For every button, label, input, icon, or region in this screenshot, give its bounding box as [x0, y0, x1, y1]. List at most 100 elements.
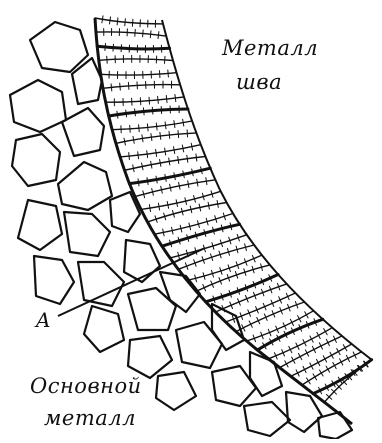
dendrite-tick [165, 175, 166, 182]
columnar-crystal [302, 352, 362, 385]
dendrite-tick [150, 31, 151, 38]
dendrite-tick [149, 97, 150, 104]
dendrite-tick [163, 229, 164, 236]
columnar-crystal [112, 121, 192, 130]
grain [58, 162, 112, 210]
dendrite-tick [165, 56, 166, 63]
point-a-label: A [36, 310, 51, 330]
columnar-crystal [96, 32, 166, 36]
dendrite-tick [102, 16, 103, 23]
dendrite-tick [158, 96, 159, 103]
dendrite-tick [156, 150, 157, 157]
dendrite-tick [174, 147, 175, 154]
dendrite-tick [143, 30, 144, 37]
dendrite-tick [167, 202, 168, 209]
weld-metal-label-line2: шва [236, 72, 282, 93]
dendrite-tick [132, 19, 133, 26]
dendrite-tick [197, 179, 198, 186]
grain [156, 372, 196, 410]
columnar-crystal [196, 265, 270, 291]
weld-metal-label-line1: Металл [222, 38, 318, 59]
columnar-crystal [291, 344, 352, 376]
dendrite-tick [133, 136, 134, 143]
grain [84, 306, 124, 352]
grain [160, 272, 200, 312]
dendrite-tick [182, 145, 183, 152]
dendrite-tick [158, 203, 159, 210]
dendrite-tick [125, 19, 126, 26]
dendrite-tick [176, 200, 177, 207]
dendrite-tick [113, 44, 114, 51]
dendrite-tick [105, 44, 106, 51]
dendrite-tick [160, 160, 161, 167]
columnar-crystal [116, 133, 196, 144]
dendrite-tick [208, 202, 209, 209]
grain [244, 402, 290, 436]
dendrite-tick [191, 143, 192, 150]
dendrite-tick [174, 173, 175, 180]
dendrite-tick [179, 182, 180, 189]
grain [128, 336, 172, 378]
columnar-crystal [187, 255, 262, 280]
columnar-crystal [236, 302, 305, 332]
dendrite-tick [120, 83, 121, 90]
dendrite-tick [165, 148, 166, 155]
dendrite-tick [147, 178, 148, 185]
columnar-crystal [162, 224, 240, 246]
columnar-crystal [125, 157, 206, 171]
dendrite-tick [178, 131, 179, 138]
dendrite-tick [142, 135, 143, 142]
dendrite-tick [135, 29, 136, 36]
grain [62, 108, 104, 156]
dendrite-tick [187, 155, 188, 162]
dendrite-tick [135, 109, 136, 116]
dendrite-tick [129, 153, 130, 160]
dendrite-tick [143, 108, 144, 115]
dendrite-tick [151, 134, 152, 141]
columnar-crystal [178, 245, 254, 269]
dendrite-tick [196, 154, 197, 161]
base-metal-label-line2: металл [44, 408, 136, 429]
columnar-crystal [120, 145, 201, 157]
columnar-crystal [101, 73, 177, 75]
dendrite-tick [166, 96, 167, 103]
columnar-crystal [129, 168, 210, 183]
grain [176, 322, 222, 368]
columnar-crystal [109, 109, 188, 116]
grain [124, 240, 160, 282]
dendrite-tick [169, 158, 170, 165]
dendrite-tick [140, 98, 141, 105]
dendrite-tick [183, 119, 184, 126]
dendrite-tick [165, 122, 166, 129]
dendrite-tick [217, 201, 218, 208]
dendrite-tick [178, 157, 179, 164]
grain [18, 200, 62, 250]
dendrite-tick [206, 178, 207, 185]
grain [30, 22, 88, 72]
columnar-crystal [226, 293, 296, 322]
grain [318, 412, 352, 439]
dendrite-tick [156, 176, 157, 183]
dendrite-tick [133, 165, 134, 172]
dendrite-tick [156, 123, 157, 130]
grain [12, 134, 60, 186]
dendrite-tick [117, 18, 118, 25]
dendrite-tick [130, 125, 131, 132]
dendrite-tick [168, 70, 169, 77]
grain [78, 262, 124, 306]
dendrite-tick [149, 205, 150, 212]
dendrite-tick [142, 163, 143, 170]
columnar-crystal [95, 18, 163, 24]
grain [64, 212, 110, 256]
dendrite-tick [138, 179, 139, 186]
dendrite-tick [151, 161, 152, 168]
dendrite-tick [175, 95, 176, 102]
columnar-crystal [99, 59, 173, 61]
columnar-crystal [206, 275, 278, 302]
grain [34, 256, 74, 304]
dendrite-tick [158, 32, 159, 39]
dendrite-tick [174, 121, 175, 128]
columnar-crystal [216, 284, 287, 312]
dendrite-tick [188, 181, 189, 188]
